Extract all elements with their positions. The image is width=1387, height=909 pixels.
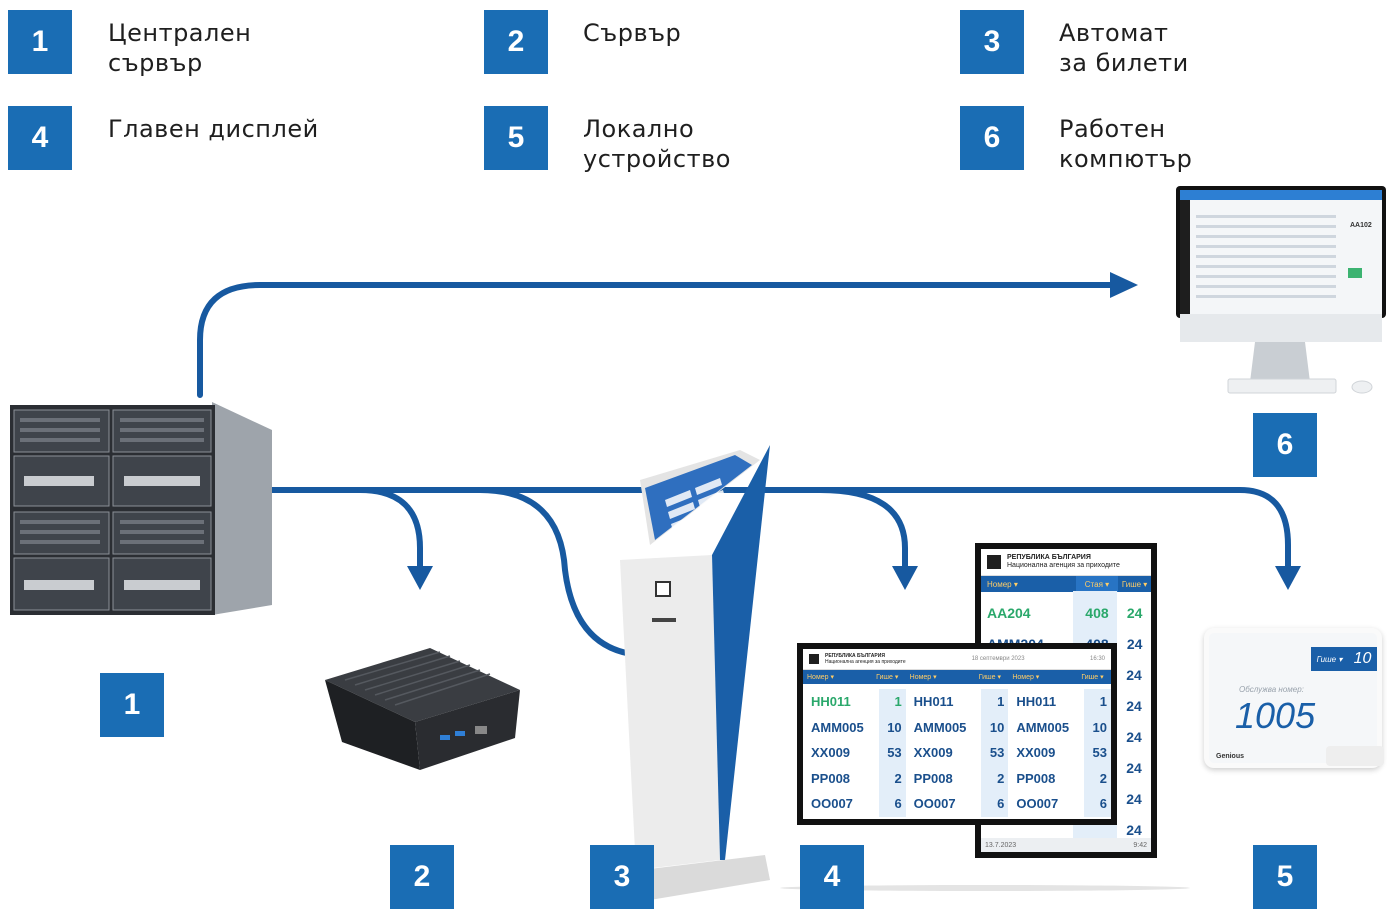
tall-extra-desk: 24 — [1126, 666, 1142, 683]
local-device-caption: Обслужва номер: — [1239, 685, 1304, 694]
badge-workstation: 6 — [1253, 413, 1317, 477]
tall-title-line2: Национална агенция за приходите — [1007, 562, 1120, 569]
tall-extra-desks: 24 24 24 24 24 24 — [981, 659, 1151, 845]
tall-extra-desk: 24 — [1126, 821, 1142, 838]
legend-label-6: Работен компютър — [1059, 114, 1192, 174]
legend-label-3: Автомат за билети — [1059, 18, 1189, 78]
legend-label-6-line2: компютър — [1059, 145, 1193, 173]
legend-badge-5: 5 — [484, 106, 548, 170]
local-device-ticket: 1005 — [1235, 695, 1316, 736]
badge-local-device: 5 — [1253, 845, 1317, 909]
arrowhead-workstation — [1110, 272, 1138, 298]
legend-label-4: Главен дисплей — [108, 114, 319, 144]
arrow-to-server — [357, 487, 423, 569]
tall-extra-desk: 24 — [1126, 728, 1142, 745]
tall-footer-date: 13.7.2023 — [985, 841, 1017, 849]
coat-of-arms-icon — [987, 555, 1001, 569]
wide-board-columns: Номер ▾ Гише ▾ Номер ▾ Гише ▾ Номер ▾ Ги… — [803, 670, 1111, 684]
legend-label-5-line2: устройство — [583, 145, 731, 173]
workstation-computer — [1176, 186, 1386, 394]
legend-badge-3: 3 — [960, 10, 1024, 74]
local-desk-number: 10 — [1353, 650, 1372, 667]
tall-row: AA204 408 24 — [987, 604, 1143, 621]
tall-board-header: РЕПУБЛИКА БЪЛГАРИЯ Национална агенция за… — [981, 549, 1151, 576]
arrow-to-workstation — [197, 282, 1113, 398]
arrowhead-display — [892, 566, 918, 590]
ticket-kiosk — [600, 445, 770, 905]
legend-badge-2: 2 — [484, 10, 548, 74]
badge-kiosk: 3 — [590, 845, 654, 909]
badge-main-display: 4 — [800, 845, 864, 909]
legend-label-1: Централен сървър — [108, 18, 251, 78]
tall-extra-desk: 24 — [1126, 697, 1142, 714]
legend-label-2-line1: Сървър — [583, 19, 682, 47]
arrow-to-kiosk — [477, 487, 643, 658]
legend-label-5: Локално устройство — [583, 114, 731, 174]
legend-label-5-line1: Локално — [583, 115, 695, 143]
local-device-desk: Гише ▾ 10 — [1311, 647, 1377, 671]
badge-central-server: 1 — [100, 673, 164, 737]
tall-col-room: Стая ▾ — [1075, 576, 1119, 592]
arrowhead-server — [407, 566, 433, 590]
central-server-rack — [10, 402, 272, 615]
local-desk-label: Гише ▾ — [1316, 654, 1343, 664]
tall-board-footer: 13.7.2023 9:42 — [981, 838, 1151, 852]
local-device-tablet: Гише ▾ 10 Обслужва номер: 1005 Genious — [1196, 628, 1384, 768]
legend-badge-1: 1 — [8, 10, 72, 74]
wide-title-line1: РЕПУБЛИКА БЪЛГАРИЯ — [825, 653, 885, 659]
tall-col-desk: Гише ▾ — [1121, 579, 1148, 589]
wide-title-line2: Национална агенция за приходите — [825, 659, 906, 665]
legend-label-1-line1: Централен — [108, 19, 252, 47]
legend-label-1-line2: сървър — [108, 49, 203, 77]
server-box — [325, 648, 520, 770]
tall-footer-time: 9:42 — [1133, 841, 1147, 849]
tall-board-columns: Номер ▾ Стая ▾ Гише ▾ — [981, 576, 1151, 592]
badge-server: 2 — [390, 845, 454, 909]
wide-board-header: РЕПУБЛИКА БЪЛГАРИЯ Национална агенция за… — [803, 649, 1111, 670]
legend-badge-6: 6 — [960, 106, 1024, 170]
wide-time: 16:30 — [1089, 656, 1105, 662]
legend-badge-4: 4 — [8, 106, 72, 170]
tall-extra-desk: 24 — [1126, 790, 1142, 807]
legend-label-2: Сървър — [583, 18, 681, 48]
main-display-wide: РЕПУБЛИКА БЪЛГАРИЯ Национална агенция за… — [797, 643, 1117, 825]
tall-extra-desk: 24 — [1126, 759, 1142, 776]
arrow-trunk — [262, 487, 1291, 569]
coat-of-arms-icon — [809, 654, 819, 664]
tall-title-line1: РЕПУБЛИКА БЪЛГАРИЯ — [1007, 554, 1091, 561]
tall-col-number: Номер ▾ — [987, 579, 1018, 589]
legend-label-3-line2: за билети — [1059, 49, 1189, 77]
wide-date: 18 септември 2023 — [971, 656, 1025, 662]
legend-label-3-line1: Автомат — [1059, 19, 1169, 47]
arrowhead-local-device — [1275, 566, 1301, 590]
workstation-ticket: AA102 — [1350, 222, 1372, 229]
local-device-brand: Genious — [1216, 753, 1245, 760]
legend-label-4-line1: Главен дисплей — [108, 115, 319, 143]
legend-label-6-line1: Работен — [1059, 115, 1166, 143]
arrow-to-display — [817, 487, 908, 569]
